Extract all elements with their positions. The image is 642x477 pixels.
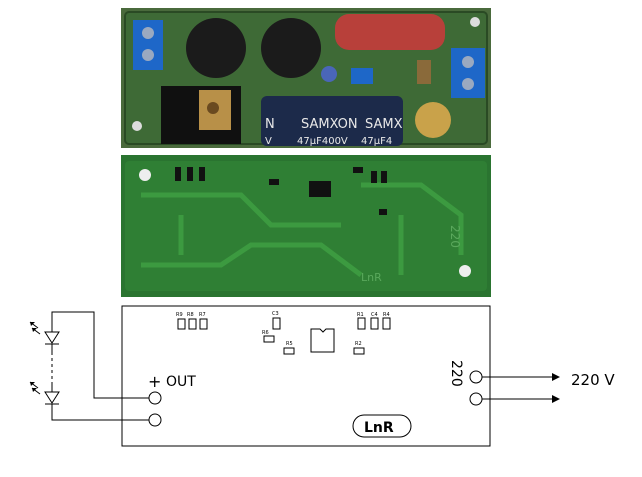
inductor-2 [261,18,321,78]
capacitor-brand: SAMXON [301,117,358,132]
capacitor-value-partial: 47μF4 [361,136,392,147]
resistor-group-right [357,317,391,330]
resistor-group-left [177,318,208,330]
label-r4: R4 [383,312,390,318]
ic-chip [310,328,335,353]
label-r8: R8 [187,312,194,318]
electrolytic-capacitor: SAMXON SAMX N 47μF400V 47μF4 V [261,96,403,147]
input-terminal-2 [469,392,483,406]
label-r7: R7 [199,312,206,318]
output-plus-sign: + [148,372,161,391]
input-board-label: 220 [448,360,464,387]
film-capacitor [335,14,445,50]
label-r5: R5 [286,341,293,347]
label-r2: R2 [355,341,362,347]
input-voltage-label: 220 V [571,371,615,389]
copper-traces [141,182,464,277]
resistor-r5 [283,347,295,355]
small-component [417,60,431,84]
solder-board-mark: 220 [448,225,462,248]
capacitor-c3 [272,317,281,330]
label-r9: R9 [176,312,183,318]
varistor [415,102,451,138]
label-c3: C3 [272,311,279,317]
capacitor-brand-partial: N [265,117,275,132]
capacitor-brand-repeat: SAMX [365,117,403,132]
inductor-1 [186,18,246,78]
led-2 [29,381,60,408]
small-capacitor [321,66,337,82]
resistor-r2 [353,347,365,355]
label-r1: R1 [357,312,364,318]
board-outline [121,305,491,447]
capacitor-value-left: V [265,136,272,147]
led-wiring [51,311,149,421]
output-terminal-minus [148,413,162,427]
heatsink [161,86,241,144]
trimmer [351,68,373,84]
led-1 [29,321,60,352]
solder-side-photo: 220 LnR [121,155,491,297]
logo-frame [352,414,412,438]
terminal-block-left [133,20,163,70]
output-label: OUT [166,374,196,390]
capacitor-value: 47μF400V [297,136,348,147]
output-terminal-plus [148,391,162,405]
label-c4: C4 [371,312,378,318]
input-terminal-1 [469,370,483,384]
solder-logo: LnR [361,271,382,284]
input-arrows [482,373,560,403]
label-r6: R6 [262,330,269,336]
smd-components [175,167,387,215]
terminal-block-right [451,48,485,98]
logo-text: LnR [364,420,394,436]
component-side-photo: SAMXON SAMX N 47μF400V 47μF4 V [121,8,491,148]
resistor-r6 [263,335,275,343]
